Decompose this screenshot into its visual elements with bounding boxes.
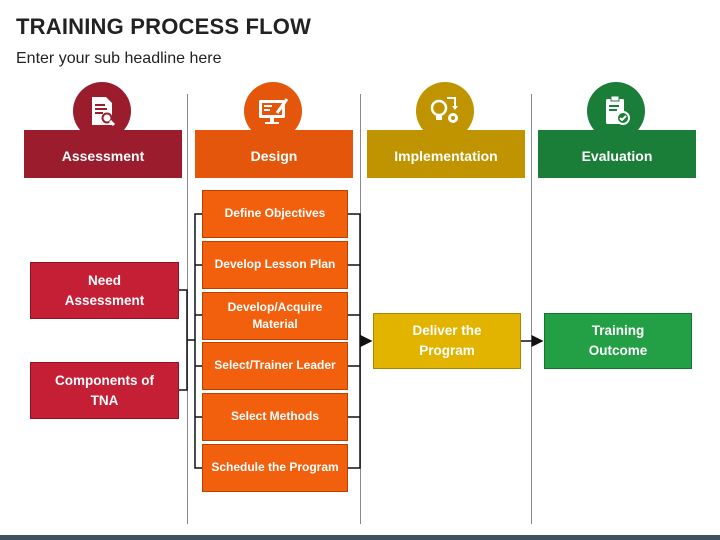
- design-item-box: Develop/Acquire Material: [202, 292, 348, 340]
- design-item-box: Define Objectives: [202, 190, 348, 238]
- footer-bar: [0, 535, 720, 540]
- design-item-label: Select Methods: [230, 409, 320, 424]
- design-banner: Design: [195, 130, 353, 178]
- evaluation-banner-label: Evaluation: [581, 148, 653, 164]
- implementation-banner: Implementation: [367, 130, 525, 178]
- evaluation-banner: Evaluation: [538, 130, 696, 178]
- assessment-bracket: [179, 289, 188, 391]
- design-item-box: Select/Trainer Leader: [202, 342, 348, 390]
- design-item-box: Schedule the Program: [202, 444, 348, 492]
- design-banner-label: Design: [250, 148, 298, 164]
- design-item-label: Schedule the Program: [211, 460, 339, 475]
- assessment-banner: Assessment: [24, 130, 182, 178]
- implementation-banner-label: Implementation: [394, 148, 498, 164]
- design-item-label: Develop Lesson Plan: [214, 257, 336, 272]
- design-item-label: Select/Trainer Leader: [214, 358, 336, 373]
- design-item-label: Develop/Acquire Material: [227, 299, 323, 331]
- lightbulb-gear-icon: [430, 97, 458, 123]
- design-left-bracket: [194, 213, 202, 469]
- page-title: TRAINING PROCESS FLOW: [16, 14, 312, 39]
- computer-design-icon: [259, 98, 289, 124]
- components-of-tna-label: Components of TNA: [55, 372, 154, 408]
- deliver-the-program-box: Deliver the Program: [373, 313, 521, 369]
- column-divider: [531, 94, 532, 524]
- components-of-tna-box: Components of TNA: [30, 362, 179, 419]
- training-outcome-box: Training Outcome: [544, 313, 692, 369]
- assessment-banner-label: Assessment: [61, 148, 145, 164]
- page-subtitle: Enter your sub headline here: [16, 50, 222, 67]
- clipboard-check-icon: [606, 95, 630, 125]
- document-search-icon: [92, 97, 116, 127]
- need-assessment-box: Need Assessment: [30, 262, 179, 319]
- design-item-box: Develop Lesson Plan: [202, 241, 348, 289]
- training-outcome-label: Training Outcome: [588, 323, 648, 358]
- design-item-label: Define Objectives: [224, 206, 326, 221]
- need-assessment-label: Need Assessment: [64, 272, 145, 308]
- design-right-bracket: [348, 213, 361, 469]
- deliver-the-program-label: Deliver the Program: [412, 323, 482, 358]
- design-item-box: Select Methods: [202, 393, 348, 441]
